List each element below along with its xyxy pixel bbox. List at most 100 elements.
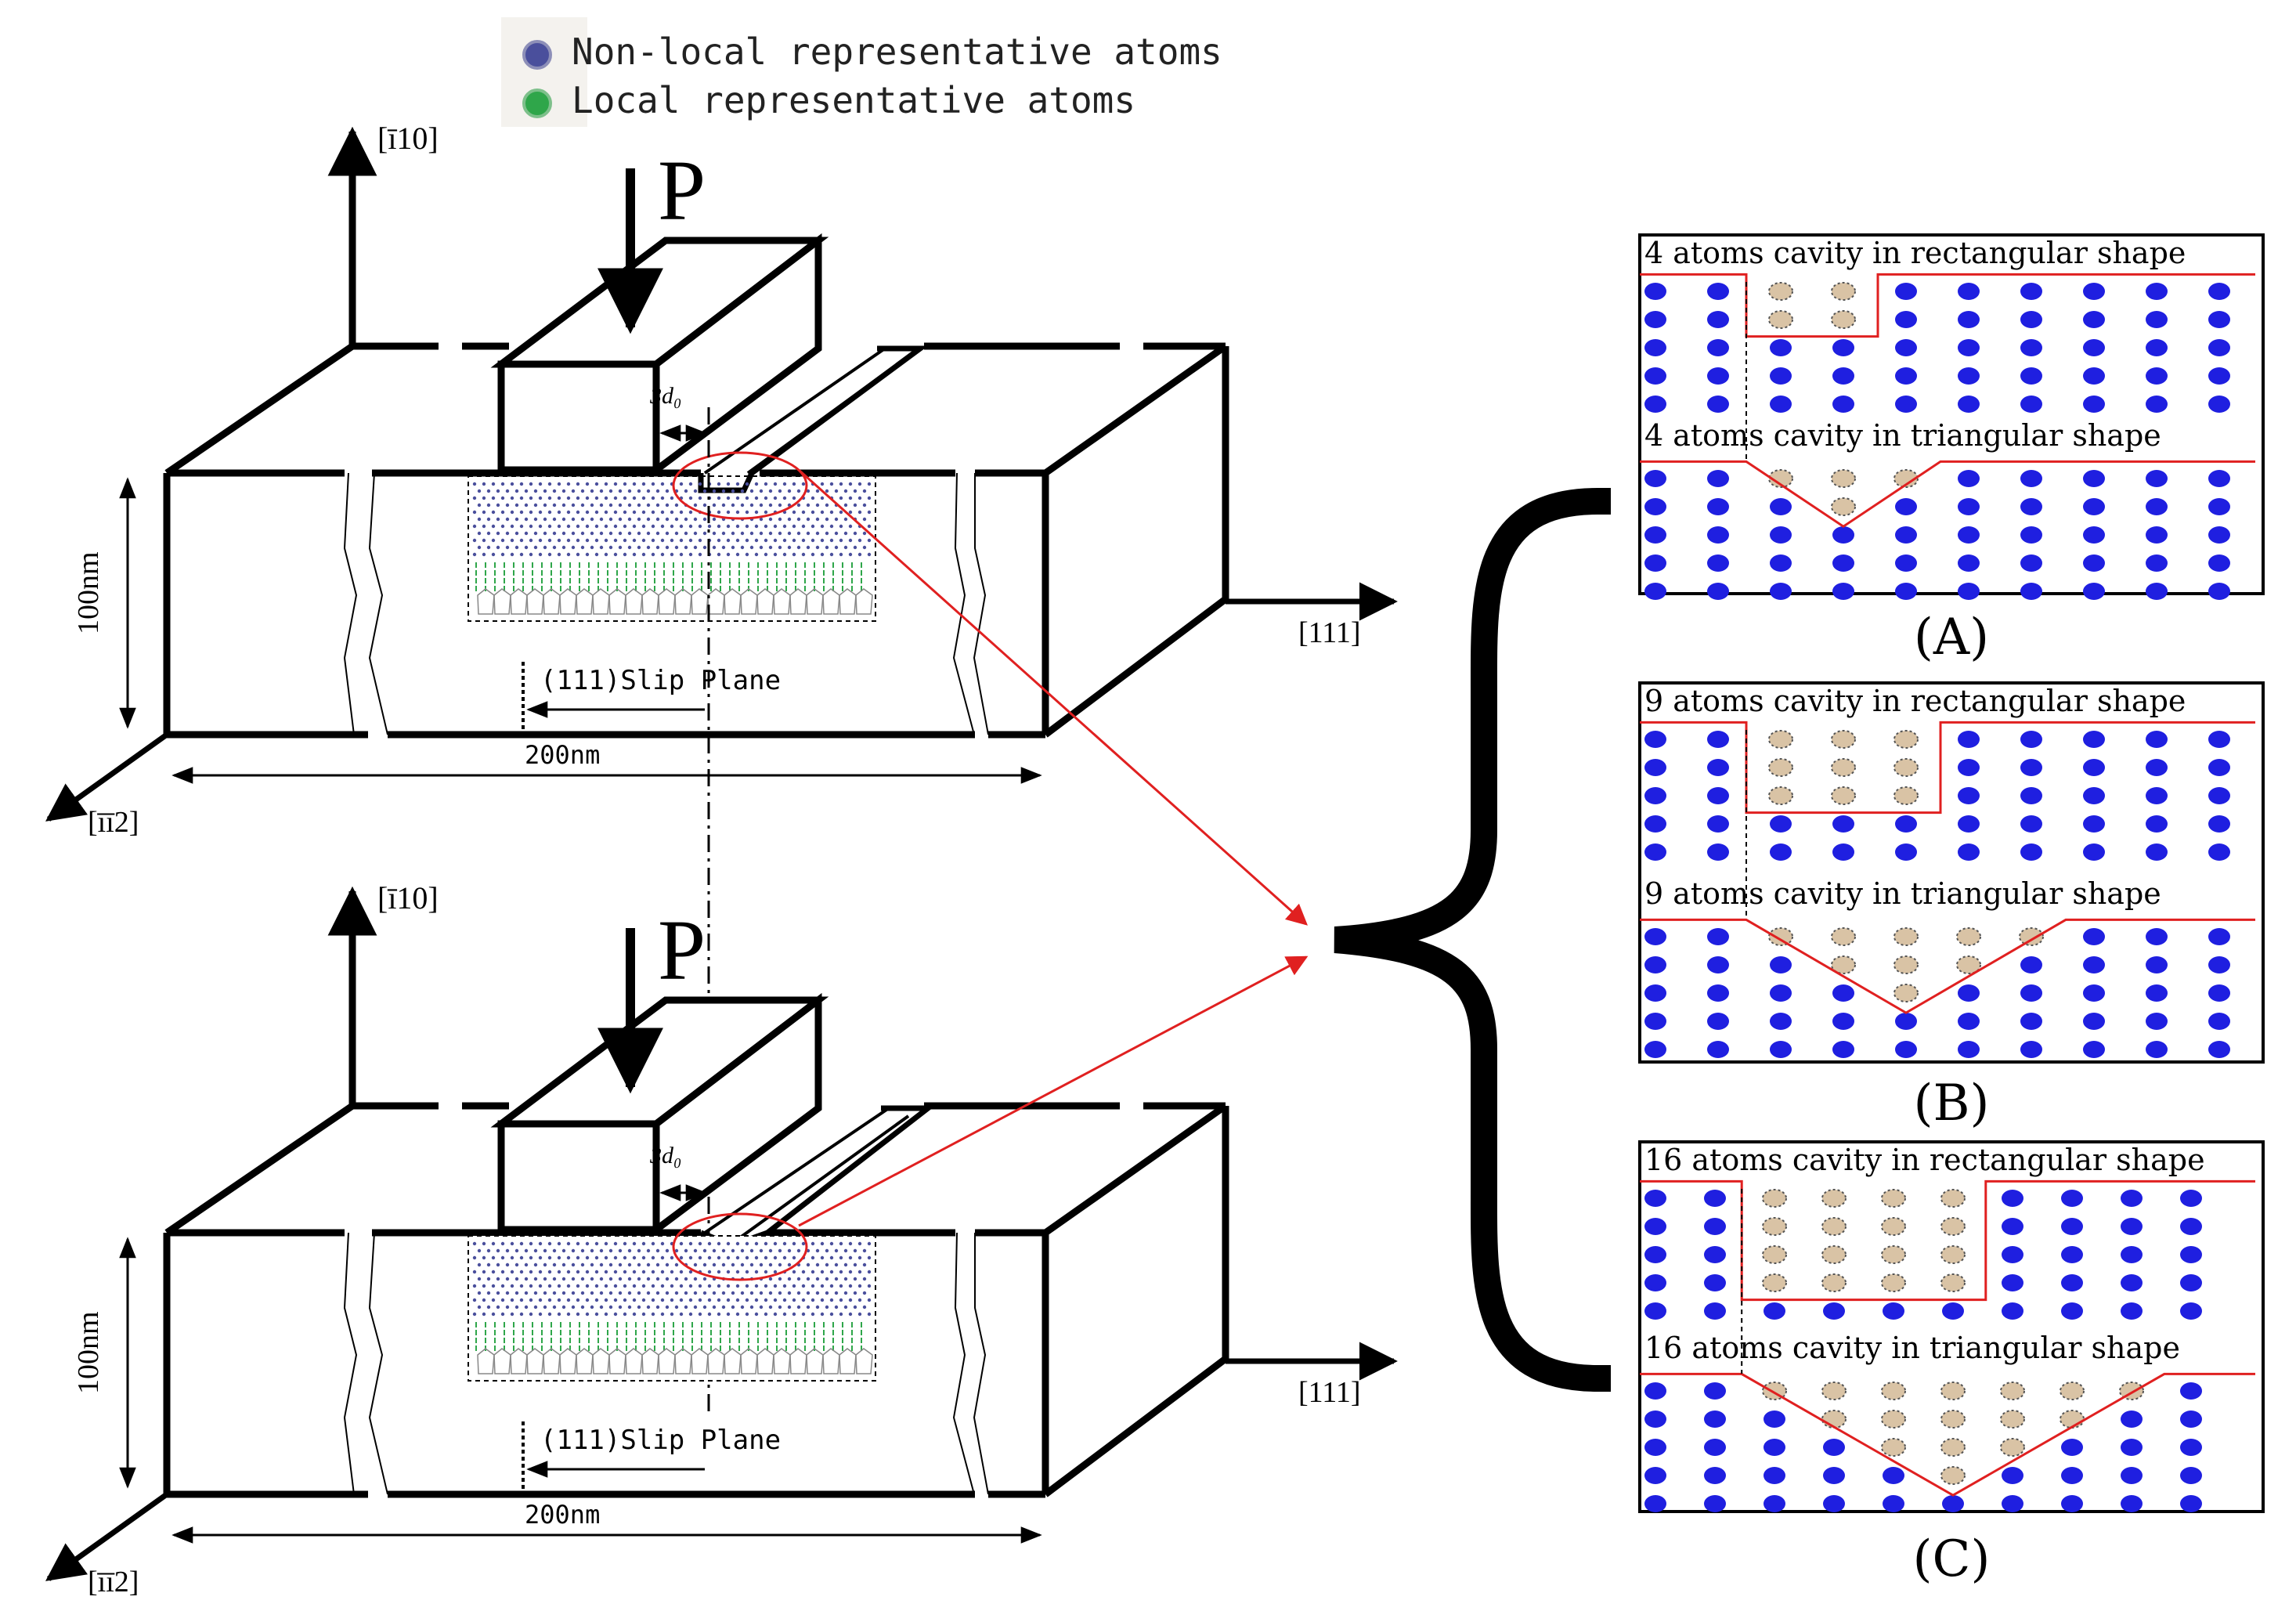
nonlocal-atom xyxy=(505,489,510,493)
lattice-atom xyxy=(2061,1495,2083,1512)
nonlocal-atom xyxy=(655,545,660,550)
nonlocal-atom xyxy=(829,552,834,557)
nonlocal-atom xyxy=(754,510,759,515)
lattice-atom xyxy=(1704,1467,1726,1484)
nonlocal-atom xyxy=(684,1277,688,1281)
lattice-atom xyxy=(1770,367,1792,385)
nonlocal-atom xyxy=(754,524,759,529)
nonlocal-atom xyxy=(712,1291,717,1295)
coarse-element xyxy=(806,1348,824,1374)
nonlocal-atom xyxy=(571,531,576,536)
nonlocal-atom xyxy=(547,482,552,486)
lattice-atom xyxy=(1770,815,1792,833)
panel-label: (A) xyxy=(1914,609,1989,666)
nonlocal-atom xyxy=(717,524,721,529)
lattice-atom xyxy=(1958,339,1980,356)
lattice-atom xyxy=(1707,283,1729,300)
nonlocal-atom xyxy=(594,524,599,529)
lattice-atom xyxy=(1958,1041,1980,1058)
nonlocal-atom xyxy=(792,538,796,543)
lattice-atom xyxy=(2020,470,2042,487)
nonlocal-atom xyxy=(543,545,547,550)
nonlocal-atom xyxy=(801,1312,806,1317)
nonlocal-atom xyxy=(745,538,749,543)
lattice-atom xyxy=(2083,984,2105,1002)
nonlocal-atom xyxy=(698,1255,702,1260)
nonlocal-atom xyxy=(721,503,726,508)
lattice-atom xyxy=(1644,1382,1666,1400)
legend-nonlocal-label: Non-local representative atoms xyxy=(572,31,1222,73)
nonlocal-atom xyxy=(571,1277,576,1281)
nonlocal-atom xyxy=(857,496,862,500)
lattice-atom xyxy=(1942,1495,1964,1512)
nonlocal-atom xyxy=(857,1241,862,1246)
nonlocal-atom xyxy=(717,1298,721,1302)
lattice-atom xyxy=(1644,928,1666,945)
nonlocal-atom xyxy=(590,517,594,522)
nonlocal-atom xyxy=(810,1298,815,1302)
nonlocal-atom xyxy=(561,1277,566,1281)
nonlocal-atom xyxy=(477,1248,482,1253)
removed-atom xyxy=(1831,758,1856,777)
nonlocal-atom xyxy=(749,503,754,508)
lattice-atom xyxy=(2146,283,2168,300)
nonlocal-atom xyxy=(660,1284,665,1288)
nonlocal-atom xyxy=(594,1255,599,1260)
nonlocal-atom xyxy=(801,538,806,543)
nonlocal-atom xyxy=(721,1262,726,1267)
nonlocal-atom xyxy=(608,1277,613,1281)
nonlocal-atom xyxy=(618,1262,623,1267)
lattice-atom xyxy=(1958,787,1980,804)
lattice-atom xyxy=(1704,1274,1726,1291)
nonlocal-atom xyxy=(641,1284,646,1288)
lattice-atom xyxy=(1644,1013,1666,1030)
lattice-atom xyxy=(2146,759,2168,776)
coarse-element xyxy=(773,1348,791,1374)
nonlocal-atom xyxy=(688,538,693,543)
nonlocal-atom xyxy=(843,531,848,536)
nonlocal-atom xyxy=(524,1248,529,1253)
lattice-atom xyxy=(1644,1041,1666,1058)
lattice-atom xyxy=(2061,1218,2083,1235)
break-mark-left-a xyxy=(343,472,358,735)
nonlocal-atom xyxy=(707,1312,712,1317)
nonlocal-atom xyxy=(557,1298,561,1302)
removed-atom xyxy=(1893,786,1919,805)
nonlocal-atom xyxy=(627,1262,632,1267)
nonlocal-atom xyxy=(543,503,547,508)
nonlocal-atom xyxy=(660,482,665,486)
nonlocal-atom xyxy=(773,1255,778,1260)
load-label: P xyxy=(658,143,706,238)
nonlocal-atom xyxy=(585,1284,590,1288)
lattice-atom xyxy=(2146,311,2168,328)
nonlocal-atom xyxy=(529,482,533,486)
nonlocal-atom xyxy=(712,503,717,508)
nonlocal-atom xyxy=(674,517,679,522)
nonlocal-atom xyxy=(472,552,477,557)
nonlocal-atom xyxy=(491,1241,496,1246)
lattice-atom xyxy=(2121,1411,2143,1428)
nonlocal-atom xyxy=(745,1255,749,1260)
nonlocal-atom xyxy=(815,531,820,536)
nonlocal-atom xyxy=(796,545,801,550)
nonlocal-atom xyxy=(594,552,599,557)
lattice-atom xyxy=(1707,956,1729,973)
nonlocal-atom xyxy=(576,1241,580,1246)
nonlocal-atom xyxy=(623,496,627,500)
lattice-atom xyxy=(1707,731,1729,748)
nonlocal-atom xyxy=(693,545,698,550)
lattice-atom xyxy=(2083,1041,2105,1058)
lattice-atom xyxy=(1644,1467,1666,1484)
nonlocal-atom xyxy=(693,531,698,536)
nonlocal-atom xyxy=(867,1312,872,1317)
nonlocal-atom xyxy=(547,1241,552,1246)
nonlocal-atom xyxy=(604,482,608,486)
nonlocal-atom xyxy=(547,552,552,557)
lattice-atom xyxy=(2146,787,2168,804)
removed-atom xyxy=(1881,1189,1906,1208)
nonlocal-atom xyxy=(576,1312,580,1317)
nonlocal-atom xyxy=(505,1248,510,1253)
lattice-atom xyxy=(2208,283,2230,300)
